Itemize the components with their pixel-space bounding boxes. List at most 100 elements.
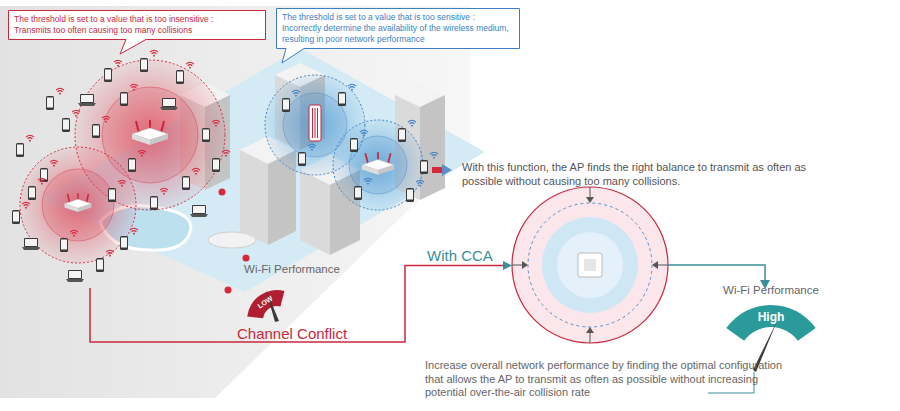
phone	[120, 236, 128, 250]
phone	[182, 176, 190, 190]
signal-pin	[225, 287, 232, 294]
wifi-icon	[308, 144, 316, 150]
phone	[16, 143, 24, 157]
access-point	[309, 105, 321, 141]
status-label: Channel Conflict	[237, 325, 377, 343]
signal-pin	[219, 189, 226, 196]
wifi-icon	[186, 62, 194, 68]
arrow-head	[652, 261, 658, 269]
gauge-heading: Wi-Fi Performance	[711, 283, 831, 297]
wifi-icon	[348, 84, 356, 90]
threshold-circle	[512, 187, 668, 343]
phone	[62, 118, 70, 132]
laptop	[66, 270, 84, 282]
arrow-stem	[512, 187, 668, 343]
wifi-icon	[26, 135, 34, 141]
access-point	[362, 152, 394, 175]
access-point	[132, 120, 168, 145]
wifi-icon	[114, 60, 122, 66]
phone	[128, 158, 136, 172]
phone	[96, 258, 104, 272]
wifi-icon	[106, 250, 114, 256]
arrow-icon	[432, 167, 442, 173]
laptop	[22, 238, 40, 250]
flow-label: With CCA	[427, 247, 517, 265]
arrow-head	[586, 197, 594, 203]
wifi-icon	[408, 120, 416, 126]
coverage-ring	[42, 169, 114, 241]
phone	[398, 128, 406, 142]
phone	[104, 68, 112, 82]
wifi-icon	[138, 150, 146, 156]
wifi-icon	[430, 152, 438, 158]
wifi-icon	[192, 168, 200, 174]
wifi-icon	[50, 160, 58, 166]
phone	[60, 238, 68, 252]
building-wall	[240, 150, 268, 245]
gauge-value: High	[758, 311, 785, 323]
wifi-icon	[222, 150, 230, 156]
building-wall	[420, 95, 445, 200]
callout-heading: The threshold is set to a value that is …	[282, 12, 514, 23]
gauge-band	[247, 290, 284, 318]
wifi-icon	[102, 116, 110, 122]
callout-body: Transmits too often causing too many col…	[14, 25, 260, 36]
phone	[40, 168, 48, 182]
access-point	[584, 259, 596, 271]
callout-box: The threshold is set to a value that is …	[8, 10, 266, 40]
phone	[92, 124, 100, 138]
wifi-icon	[72, 110, 80, 116]
wifi-icon	[118, 180, 126, 186]
flow-line	[90, 266, 505, 343]
wifi-icon	[70, 230, 78, 236]
phone	[212, 158, 220, 172]
note-text: With this function, the AP finds the rig…	[462, 160, 812, 188]
wifi-icon	[292, 90, 300, 96]
wifi-icon	[38, 178, 46, 184]
phone	[140, 58, 148, 72]
coverage-ring	[542, 217, 638, 313]
arrow-head	[586, 327, 594, 333]
access-point	[578, 253, 602, 277]
performance-gauge: Wi-Fi PerformanceLOW	[232, 262, 352, 328]
gauge-heading: Wi-Fi Performance	[232, 262, 352, 276]
phone	[282, 98, 290, 112]
phone	[150, 196, 158, 210]
callout-box: The threshold is set to a value that is …	[276, 8, 520, 49]
wifi-icon	[130, 228, 138, 234]
phone	[338, 92, 346, 106]
phone	[350, 138, 358, 152]
phone	[420, 160, 428, 174]
wifi-icon	[160, 188, 168, 194]
flow-line	[668, 265, 765, 281]
phone	[28, 186, 36, 200]
arrow-icon	[442, 164, 452, 176]
phone	[120, 92, 128, 106]
coverage-circle	[20, 147, 136, 263]
wifi-icon	[360, 130, 368, 136]
phone	[406, 188, 414, 202]
phone	[46, 96, 54, 110]
phone	[176, 70, 184, 84]
laptop	[78, 94, 96, 106]
phone	[354, 186, 362, 200]
laptop	[160, 98, 178, 110]
threshold-ring	[528, 203, 652, 327]
wifi-icon	[130, 84, 138, 90]
wifi-icon	[416, 180, 424, 186]
building-wall	[300, 170, 330, 255]
laptop	[190, 205, 208, 217]
phone	[202, 128, 210, 142]
arrow-head	[503, 261, 512, 270]
phone	[298, 152, 306, 166]
wifi-icon	[364, 178, 372, 184]
coverage-ring	[557, 232, 623, 298]
callout-heading: The threshold is set to a value that is …	[14, 14, 260, 25]
coverage-ring	[349, 136, 407, 194]
wifi-icon	[150, 50, 158, 56]
wifi-icon	[212, 120, 220, 126]
